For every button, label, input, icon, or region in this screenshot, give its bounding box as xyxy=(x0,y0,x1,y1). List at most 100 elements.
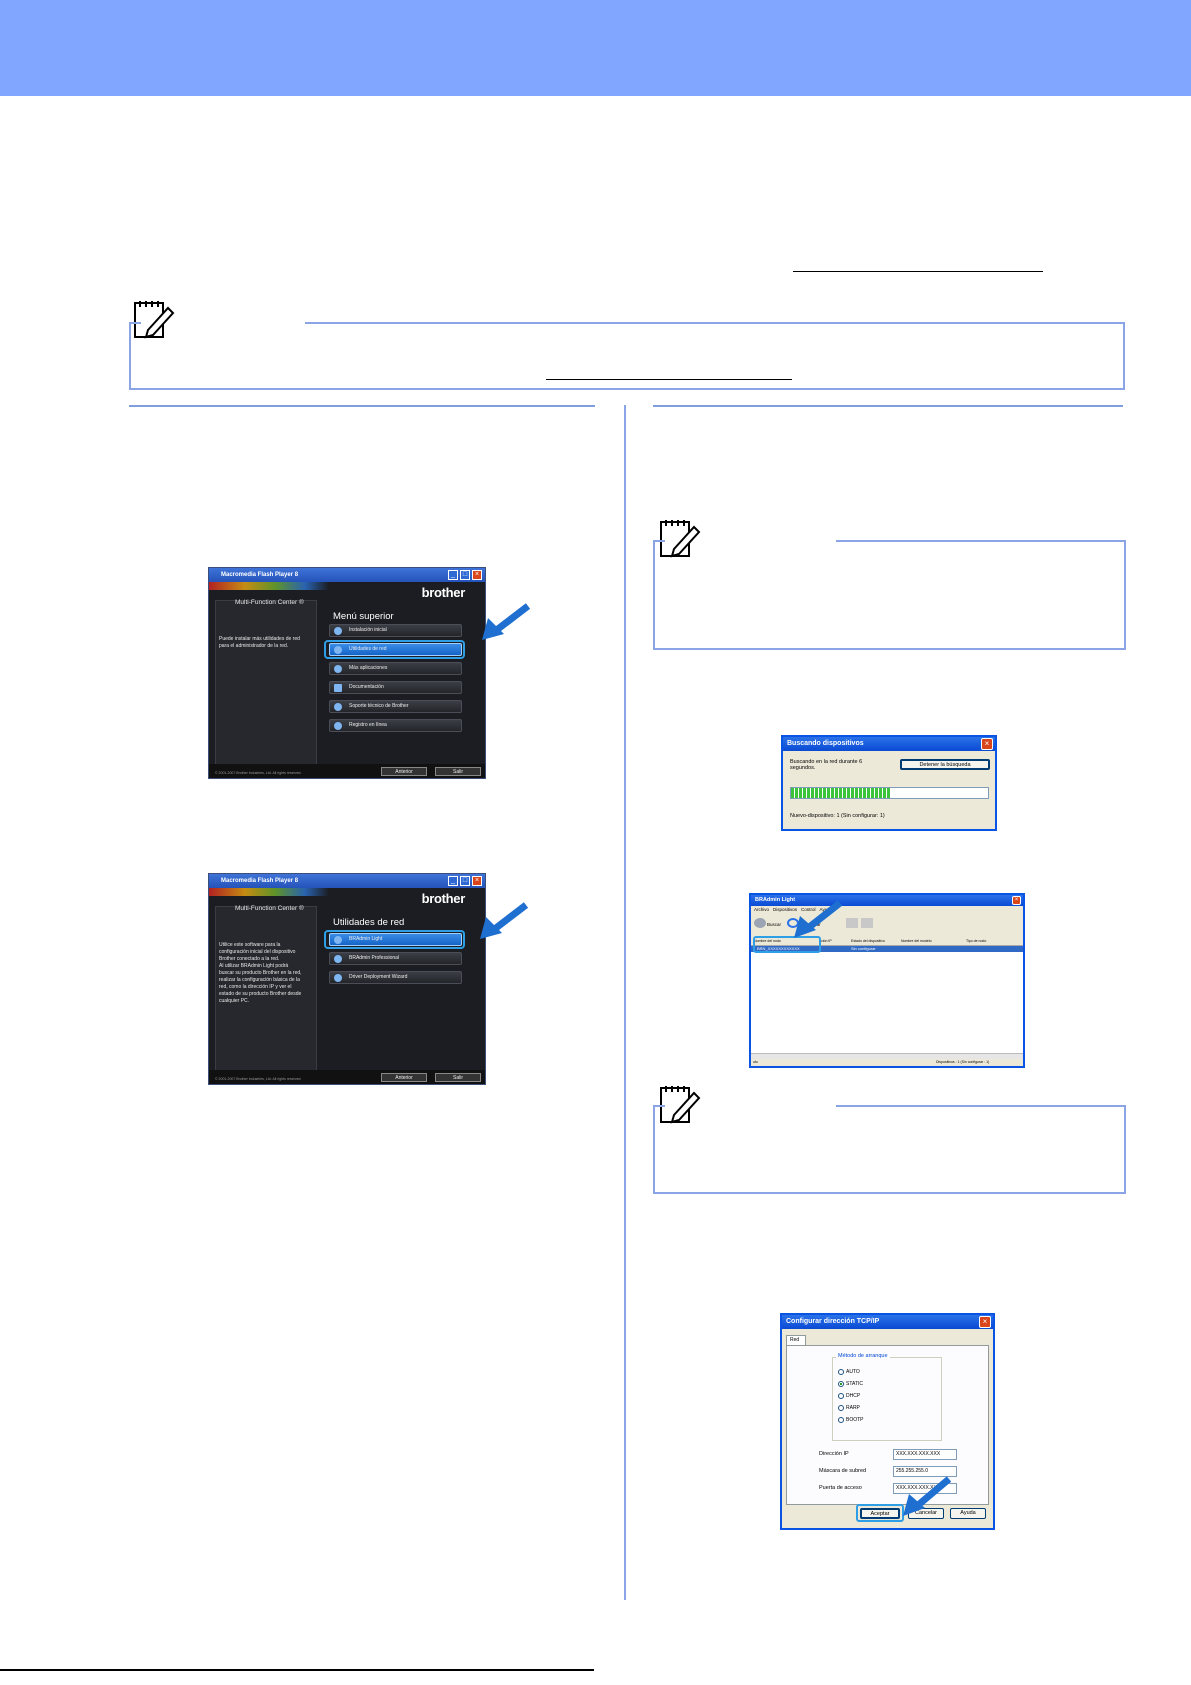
status-left: uto xyxy=(753,1060,758,1064)
section-rule-left xyxy=(129,405,595,407)
menu-title: Menú superior xyxy=(333,611,394,622)
close-icon[interactable]: × xyxy=(1012,896,1021,905)
col-type[interactable]: Tipo de nodo xyxy=(966,939,987,943)
footer-rule xyxy=(0,1669,594,1671)
menu-item-registro[interactable]: Registro en línea xyxy=(329,719,462,732)
menu-item-documentacion[interactable]: Documentación xyxy=(329,681,462,694)
selection-highlight xyxy=(324,930,465,949)
gateway-input[interactable]: XXX.XXX.XXX.XXX xyxy=(893,1483,957,1494)
subnet-mask-label: Máscara de subred xyxy=(819,1468,867,1474)
node-name: BRN_XXXXXXXXXXXX xyxy=(757,946,800,951)
color-ribbon xyxy=(209,582,329,590)
back-button[interactable]: Anterior xyxy=(381,1073,427,1082)
window-titlebar: BRAdmin Light xyxy=(751,895,1023,906)
menu-item-soporte[interactable]: Soporte técnico de Brother xyxy=(329,700,462,713)
note-box-right-2 xyxy=(653,1105,1126,1194)
dialog-titlebar: Configurar dirección TCP/IP xyxy=(782,1315,993,1329)
exit-button[interactable]: Salir xyxy=(435,767,481,776)
search-toolbar-button[interactable]: Buscar xyxy=(767,922,782,927)
horizontal-scrollbar[interactable] xyxy=(751,1053,1023,1060)
ok-button[interactable]: Aceptar xyxy=(860,1508,900,1519)
menu-dispositivos[interactable]: Dispositivos xyxy=(773,907,798,912)
radio-rarp[interactable]: RARP xyxy=(838,1402,864,1414)
search-progress-bar xyxy=(790,787,989,799)
menu-item-bradmin-light[interactable]: BRAdmin Light xyxy=(329,933,462,946)
bradmin-icon xyxy=(334,955,342,963)
menu-item-driver-wizard[interactable]: Driver Deployment Wizard xyxy=(329,971,462,984)
search-icon xyxy=(754,918,766,928)
menu-title: Utilidades de red xyxy=(333,917,405,928)
menu-item-instalacion[interactable]: Instalación inicial xyxy=(329,624,462,637)
wizard-icon xyxy=(334,974,342,982)
bradmin-light-window: BRAdmin Light × Archivo Dispositivos Con… xyxy=(749,893,1025,1068)
description-panel xyxy=(215,600,317,775)
pointer-arrow-icon xyxy=(482,603,530,640)
bradmin-icon xyxy=(334,936,342,944)
brother-menu-window-2: Macromedia Flash Player 8 _ □ × brother … xyxy=(208,873,486,1085)
ip-label: Dirección IP xyxy=(819,1451,849,1457)
minimize-icon[interactable]: _ xyxy=(448,570,458,580)
refresh-icon xyxy=(787,918,799,928)
exit-button[interactable]: Salir xyxy=(435,1073,481,1082)
selection-highlight xyxy=(753,936,821,953)
product-name: Multi-Function Center ® xyxy=(235,905,304,912)
table-row[interactable]: BRN_XXXXXXXXXXXX Sin configurar xyxy=(751,946,1023,952)
pencil-note-icon xyxy=(134,301,175,339)
pointer-arrow-icon xyxy=(903,1476,951,1516)
radio-bootp[interactable]: BOOTP xyxy=(838,1414,864,1426)
description-text: Utilice este software para la configurac… xyxy=(219,942,302,1004)
maximize-icon[interactable]: □ xyxy=(460,570,470,580)
progress-fill xyxy=(791,788,890,798)
close-icon[interactable]: × xyxy=(979,1316,991,1328)
selection-highlight xyxy=(856,1504,904,1522)
boot-method-options: AUTO STATIC DHCP RARP BOOTP xyxy=(838,1366,864,1426)
status-bar: uto Dispositivos : 1 (Sin configurar : 1… xyxy=(751,1059,1023,1066)
menu-control[interactable]: Control xyxy=(801,907,816,912)
search-devices-dialog: Buscando dispositivos × Buscando en la r… xyxy=(781,735,997,831)
config-icon xyxy=(846,918,858,928)
col-node[interactable]: Nombre del nodo xyxy=(754,939,781,943)
page-header-band xyxy=(0,0,1191,96)
col-ip[interactable]: ción IP xyxy=(821,939,832,943)
radio-static[interactable]: STATIC xyxy=(838,1378,864,1390)
close-icon[interactable]: × xyxy=(472,876,482,886)
menu-item-bradmin-professional[interactable]: BRAdmin Professional xyxy=(329,952,462,965)
col-status[interactable]: Estado del dispositivo xyxy=(851,939,885,943)
description-panel xyxy=(215,906,317,1081)
column-divider xyxy=(624,405,626,1600)
menu-archivo[interactable]: Archivo xyxy=(754,907,770,912)
text-underline xyxy=(546,379,792,380)
boot-method-label: Método de arranque xyxy=(836,1353,890,1359)
window-titlebar: Macromedia Flash Player 8 xyxy=(209,874,485,888)
product-name: Multi-Function Center ® xyxy=(235,599,304,606)
search-status: Nuevo-dispositivo: 1 (Sin configurar: 1) xyxy=(790,813,885,819)
subnet-mask-input[interactable]: 255.255.255.0 xyxy=(893,1466,957,1477)
brand-logo: brother xyxy=(421,585,466,600)
search-message: Buscando en la red durante 6 segundos. xyxy=(790,759,863,771)
ip-address-input[interactable]: XXX.XXX.XXX.XXX xyxy=(893,1449,957,1460)
tab-red[interactable]: Red xyxy=(786,1335,806,1345)
menu-item-aplicaciones[interactable]: Más aplicaciones xyxy=(329,662,462,675)
stop-search-button[interactable]: Detener la búsqueda xyxy=(900,759,990,770)
close-icon[interactable]: × xyxy=(981,738,993,750)
close-icon[interactable]: × xyxy=(472,570,482,580)
maximize-icon[interactable]: □ xyxy=(460,876,470,886)
minimize-icon[interactable]: _ xyxy=(448,876,458,886)
tcpip-config-dialog: Configurar dirección TCP/IP × Red Método… xyxy=(780,1313,995,1530)
gateway-label: Puerta de acceso xyxy=(819,1485,862,1491)
disc-icon xyxy=(334,627,342,635)
menu-item-utilidades[interactable]: Utilidades de red xyxy=(329,643,462,656)
text-underline xyxy=(793,271,1043,272)
col-model[interactable]: Nombre del modelo xyxy=(901,939,932,943)
help-button[interactable]: Ayuda xyxy=(950,1508,986,1519)
menu-bar: Archivo Dispositivos Control Ayuda xyxy=(754,907,832,912)
column-header-row: Nombre del nodo ción IP Estado del dispo… xyxy=(751,938,1023,946)
menu-ayuda[interactable]: Ayuda xyxy=(819,907,833,912)
brand-logo: brother xyxy=(421,891,466,906)
back-button[interactable]: Anterior xyxy=(381,767,427,776)
support-icon xyxy=(334,703,342,711)
section-rule-right xyxy=(653,405,1123,407)
radio-dhcp[interactable]: DHCP xyxy=(838,1390,864,1402)
pointer-arrow-icon xyxy=(480,902,528,939)
radio-auto[interactable]: AUTO xyxy=(838,1366,864,1378)
